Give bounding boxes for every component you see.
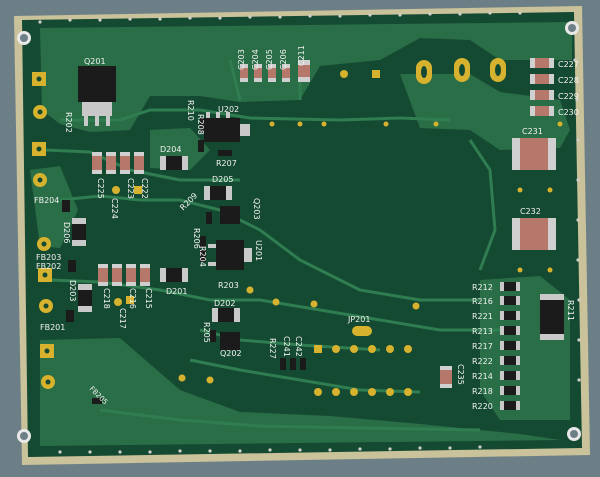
mounting-holes (17, 21, 581, 443)
label-r220: R220 (472, 402, 493, 411)
label-c217: C217 (118, 308, 127, 329)
left-connector-pads (32, 72, 55, 389)
label-c218: C218 (102, 288, 111, 309)
label-fb204: FB204 (34, 196, 59, 205)
label-r216: R216 (472, 297, 493, 306)
label-jp201: JP201 (347, 315, 370, 324)
label-r203: R203 (218, 281, 239, 290)
label-r207: R207 (216, 159, 237, 168)
label-d203: D203 (68, 280, 77, 301)
label-c206: C206 (279, 49, 288, 70)
c235-package (440, 366, 452, 388)
label-r212: R212 (472, 283, 493, 292)
terminal-pads (340, 58, 506, 84)
label-c216: C216 (128, 288, 137, 309)
label-d204: D204 (160, 145, 181, 154)
label-r211: R211 (566, 300, 575, 321)
label-u201: U201 (254, 240, 263, 261)
label-d202: D202 (214, 299, 235, 308)
ics-transistors (208, 206, 252, 350)
label-c222: C222 (140, 178, 149, 199)
cap-row-upper (92, 152, 144, 194)
label-c228: C228 (558, 76, 579, 85)
cap-row-lower (98, 264, 150, 306)
label-c232: C232 (520, 207, 541, 216)
jp201-pads (352, 326, 372, 336)
right-top-capacitors (530, 58, 554, 116)
label-c231: C231 (522, 127, 543, 136)
label-c204: C204 (251, 49, 260, 70)
label-r208: R208 (196, 114, 205, 135)
label-c205: C205 (265, 49, 274, 70)
label-u202: U202 (218, 105, 239, 114)
label-c203: C203 (237, 49, 246, 70)
diodes (72, 156, 240, 322)
label-d201: D201 (166, 287, 187, 296)
label-r222: R222 (472, 357, 493, 366)
label-c223: C223 (126, 178, 135, 199)
label-r217: R217 (472, 342, 493, 351)
header-pin-rows (178, 121, 563, 396)
silkscreen-labels: Q201 R202 C203 C204 C205 C206 C211 R210 … (34, 45, 579, 411)
label-fb201: FB201 (40, 323, 65, 332)
label-r227: R227 (268, 338, 277, 359)
label-c224: C224 (110, 198, 119, 219)
label-r205: R205 (202, 322, 211, 343)
resistor-column (500, 282, 520, 410)
small-resistors (92, 118, 306, 404)
u202-package (204, 112, 250, 142)
label-c242: C242 (294, 336, 303, 357)
label-c215: C215 (144, 288, 153, 309)
label-q201: Q201 (84, 57, 106, 66)
label-c241: C241 (282, 336, 291, 357)
label-r214: R214 (472, 372, 493, 381)
big-capacitors (512, 138, 556, 250)
label-c230: C230 (558, 108, 579, 117)
label-fb202: FB202 (36, 262, 61, 271)
top-capacitors (240, 60, 310, 82)
label-q202: Q202 (220, 349, 242, 358)
q201-package (78, 66, 116, 126)
label-q203: Q203 (252, 198, 261, 220)
ferrite-beads (62, 200, 76, 322)
label-r218: R218 (472, 387, 493, 396)
label-r202: R202 (64, 112, 73, 133)
label-r221: R221 (472, 312, 493, 321)
edge-vias (38, 11, 581, 454)
r211-package (540, 294, 564, 340)
label-c211: C211 (297, 45, 306, 66)
label-d206: D206 (62, 222, 71, 243)
label-r213: R213 (472, 327, 493, 336)
label-fb203: FB203 (36, 253, 61, 262)
label-c225: C225 (96, 178, 105, 199)
label-c227: C227 (558, 60, 579, 69)
label-r210: R210 (186, 100, 195, 121)
label-c229: C229 (558, 92, 579, 101)
label-d205: D205 (212, 175, 233, 184)
label-c235: C235 (456, 364, 465, 385)
label-r206: R206 (192, 228, 201, 249)
label-r204: R204 (198, 246, 207, 267)
